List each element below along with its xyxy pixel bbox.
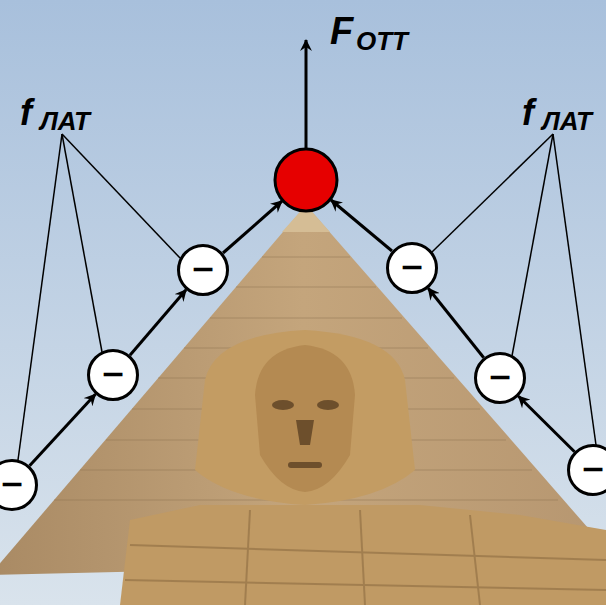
sphinx-body [120,505,606,605]
charge-sign: − [0,469,25,499]
lateral-force-label: f [20,95,32,131]
force-arrow [518,396,574,451]
leader-lines [18,134,596,460]
force-arrows [223,40,392,253]
pyramid-courses [54,257,558,500]
sphinx-stones [125,510,606,605]
force-label: F [330,12,353,50]
charge-sign: − [399,252,424,282]
charge-circle: − [386,242,438,294]
sphinx-features [272,400,339,468]
force-arrow [130,290,186,356]
sphinx-face [255,345,355,492]
apex-charge [275,149,337,211]
lateral-force-label: ЛАТ [40,108,90,134]
force-arrow [30,394,96,466]
lateral-force-label: ЛАТ [542,108,592,134]
force-label: ОТТ [356,28,408,54]
charge-sign: − [190,254,215,284]
force-arrow [428,288,484,357]
charge-circle: − [87,349,139,401]
charge-sign: − [580,454,605,484]
lateral-force-label: f [522,95,534,131]
sphinx-headdress [195,330,415,505]
charge-circle: − [474,352,526,404]
charge-sign: − [100,359,125,389]
charge-sign: − [487,362,512,392]
charge-circle: − [177,244,229,296]
